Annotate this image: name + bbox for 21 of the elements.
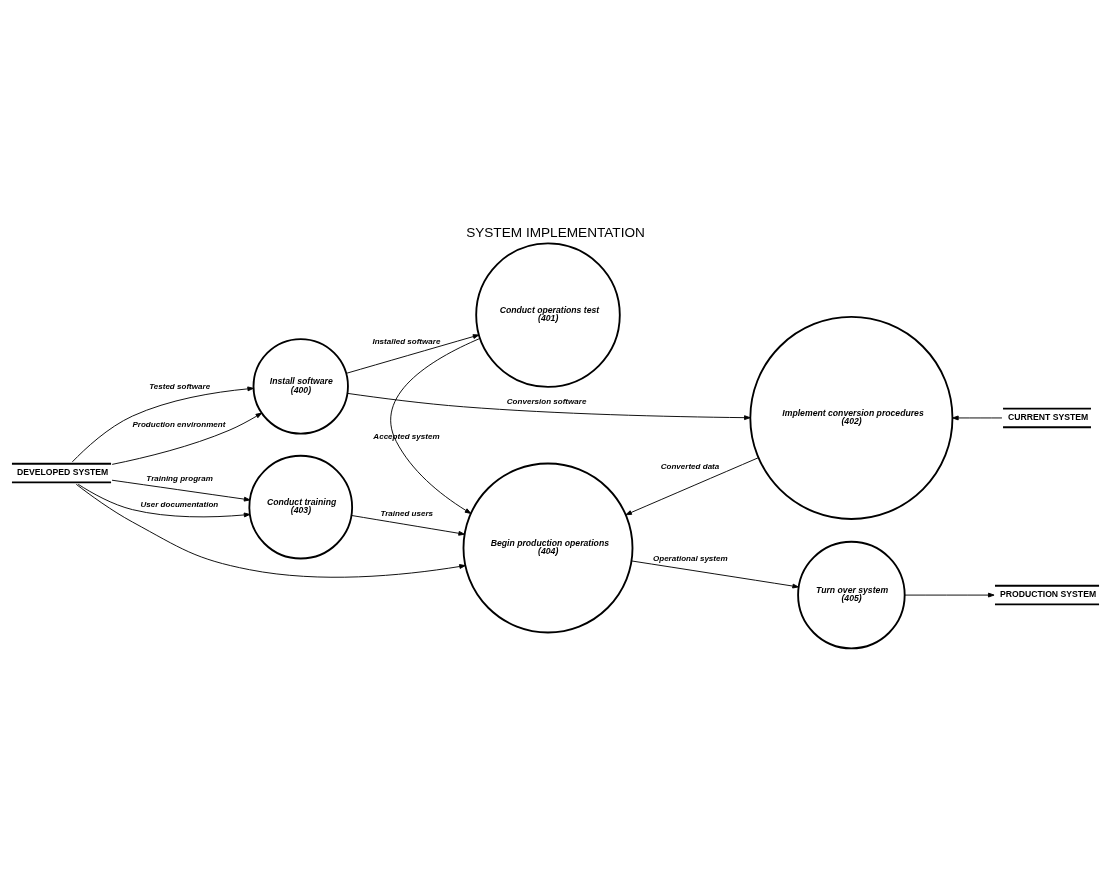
arrow (952, 415, 1003, 421)
arrow (346, 334, 480, 374)
arrow (111, 479, 251, 502)
arrow (71, 386, 254, 463)
arrow (390, 338, 481, 514)
node-text: DEVELOPED SYSTEM (16, 467, 109, 478)
arrow (347, 392, 751, 421)
node-circle: Implement conversion procedures (402) (749, 315, 954, 520)
node-circle: Conduct training (403) (248, 454, 354, 560)
arrow (631, 560, 799, 589)
node-text: PRODUCTION SYSTEM (999, 589, 1097, 600)
arrow (904, 592, 995, 598)
arrow (77, 483, 251, 518)
node-text: CURRENT SYSTEM (1007, 411, 1089, 422)
arrow (625, 457, 759, 516)
arrow (111, 412, 263, 465)
diagram-title: SYSTEM IMPLEMENTATION (466, 224, 645, 240)
arrow (350, 515, 465, 536)
node-circle: Conduct operations test (401) (475, 242, 621, 388)
node-circle: Turn over system (405) (797, 540, 906, 650)
arrow (75, 483, 466, 578)
